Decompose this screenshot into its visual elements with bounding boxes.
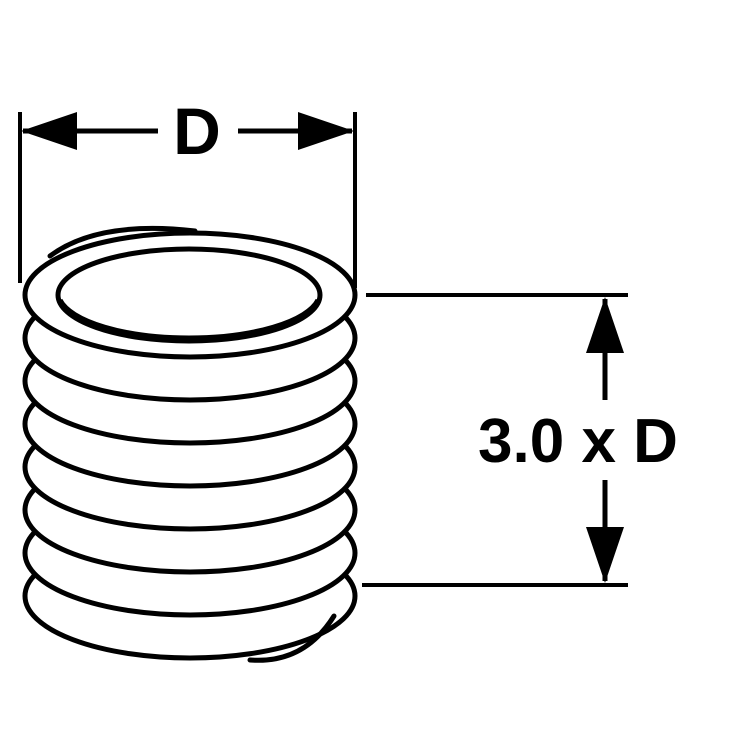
length-dimension-label: 3.0 x D [478,407,678,476]
coil-inner-turn-arc [58,298,320,341]
length-arrowhead-up [586,297,624,353]
coil-bottom-wire-end [247,613,337,663]
length-arrowhead-down [586,527,624,583]
diameter-arrowhead-left [21,112,77,150]
coil-top-wire-end [47,225,198,259]
diameter-dimension [18,112,357,288]
length-dimension [362,293,628,587]
coil-bore-opening [55,246,323,344]
diameter-dimension-label: D [173,94,221,168]
diameter-arrowhead-right [298,112,354,150]
coil-drawing [22,225,358,663]
